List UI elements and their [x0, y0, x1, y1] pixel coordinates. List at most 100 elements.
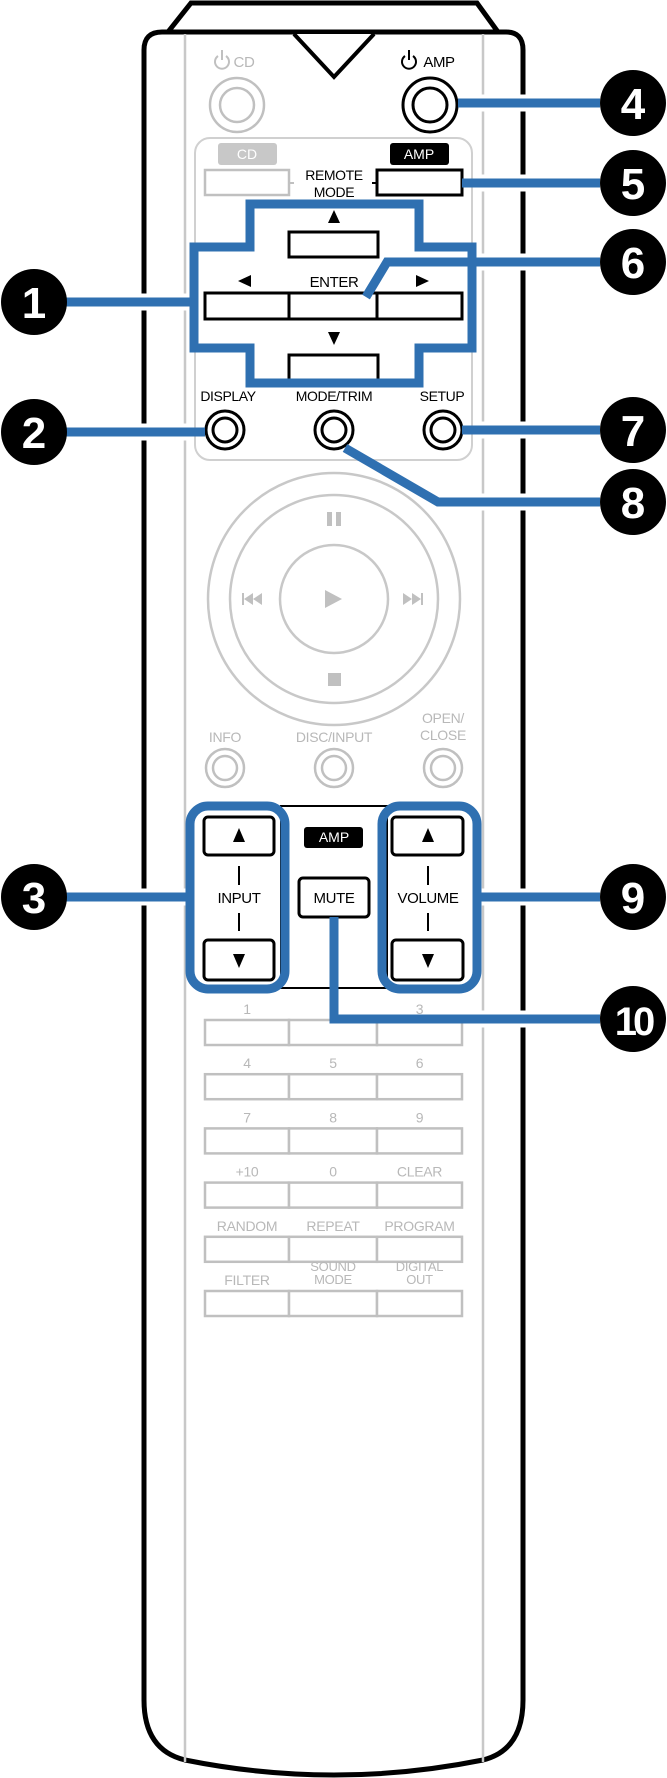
enter-button[interactable] [287, 291, 379, 321]
keypad-button[interactable] [375, 1181, 464, 1209]
mode-trim-label: MODE/TRIM [296, 388, 373, 404]
keypad-label: REPEAT [306, 1218, 360, 1234]
cursor-group-highlight [189, 199, 477, 388]
play-icon [325, 590, 342, 608]
keypad-button[interactable] [375, 1127, 464, 1155]
keypad-button[interactable] [203, 1235, 291, 1264]
keypad-label: 7 [243, 1109, 251, 1125]
callout-badge [600, 397, 666, 463]
keypad-label: OUT [406, 1272, 433, 1287]
previous-track-icon[interactable] [242, 593, 262, 605]
keypad-button[interactable] [287, 1018, 379, 1047]
amp-section-tag [304, 827, 363, 848]
enter-label: ENTER [310, 274, 359, 291]
display-button[interactable] [204, 409, 246, 451]
power-amp-label: AMP [401, 50, 455, 71]
input-label: INPUT [217, 890, 260, 907]
cursor-left-icon [238, 275, 251, 287]
keypad-button[interactable] [203, 1181, 291, 1209]
down-arrow-icon [233, 954, 245, 968]
svg-text:AMP: AMP [423, 54, 455, 71]
open-close-label: CLOSE [420, 727, 466, 743]
keypad-label: 4 [243, 1055, 251, 1071]
disc-input-label: DISC/INPUT [296, 729, 373, 745]
callout-badge [600, 70, 666, 136]
cursor-down-button[interactable] [287, 353, 380, 382]
callout-badge [600, 864, 666, 930]
keypad-label: CLEAR [397, 1164, 442, 1180]
keypad-label: 5 [329, 1055, 337, 1071]
power-icon [214, 50, 230, 70]
callout-badge [600, 469, 666, 535]
keypad-label: FILTER [224, 1272, 270, 1288]
callout-number: 7 [621, 407, 645, 456]
keypad-button[interactable] [203, 1072, 291, 1101]
next-track-icon[interactable] [403, 593, 423, 605]
stop-icon[interactable] [328, 673, 341, 686]
keypad-button[interactable] [375, 1018, 464, 1047]
keypad-button[interactable] [375, 1235, 464, 1264]
keypad-label: SOUND [310, 1259, 355, 1274]
svg-text:CD: CD [237, 146, 257, 162]
keypad-button[interactable] [287, 1181, 379, 1209]
remote-mode-label: MODE [314, 184, 354, 200]
remote-mode-label: REMOTE [305, 167, 363, 183]
volume-label: VOLUME [398, 890, 459, 907]
keypad-label: 8 [329, 1109, 337, 1125]
callout-9: 9 [600, 864, 666, 930]
remote-mode-cd-button[interactable] [203, 168, 291, 197]
disc-input-button[interactable] [313, 747, 355, 789]
keypad-button[interactable] [287, 1072, 379, 1101]
power-cd-button[interactable] [208, 76, 266, 134]
keypad-button[interactable] [375, 1289, 464, 1318]
display-label: DISPLAY [200, 388, 256, 404]
keypad-label: 3 [416, 1001, 424, 1017]
svg-text:AMP: AMP [319, 829, 349, 845]
remote-mode-amp-button[interactable] [375, 168, 464, 197]
callout-4: 4 [600, 70, 666, 136]
callout-10: 10 [600, 986, 666, 1052]
power-amp-button[interactable] [401, 76, 459, 134]
keypad-button[interactable] [203, 1127, 291, 1155]
open-close-button[interactable] [422, 747, 464, 789]
info-label: INFO [209, 729, 242, 745]
up-arrow-icon [422, 828, 434, 842]
keypad-button[interactable] [287, 1289, 379, 1318]
keypad-button[interactable] [203, 1018, 291, 1047]
keypad-button[interactable] [203, 1289, 291, 1318]
keypad-button[interactable] [287, 1127, 379, 1155]
callout-5: 5 [600, 150, 666, 216]
setup-button[interactable] [422, 409, 464, 451]
power-icon [401, 50, 417, 70]
setup-label: SETUP [420, 388, 465, 404]
ir-emitter-top [162, 0, 503, 35]
callout-number: 8 [621, 479, 645, 528]
callout-badge [600, 986, 666, 1052]
callout-lines [66, 98, 600, 1024]
cursor-up-icon [328, 210, 340, 223]
remote-mode-amp-tag [390, 143, 449, 165]
keypad-label: 1 [243, 1001, 251, 1017]
info-button[interactable] [204, 747, 246, 789]
keypad-label: RANDOM [217, 1218, 277, 1234]
pause-icon[interactable] [327, 512, 341, 526]
cursor-right-button[interactable] [375, 291, 464, 321]
transport-ring-outer [206, 471, 462, 727]
volume-group-highlight [377, 801, 482, 994]
mode-trim-button[interactable] [313, 409, 355, 451]
callout-badge [1, 269, 67, 335]
up-arrow-icon [233, 828, 245, 842]
open-close-label: OPEN/ [422, 710, 464, 726]
cursor-left-button[interactable] [203, 291, 291, 321]
keypad-label: +10 [236, 1164, 259, 1180]
callout-number: 2 [22, 409, 46, 458]
keypad-button[interactable] [375, 1072, 464, 1101]
callout-badge [1, 864, 67, 930]
cursor-right-icon [416, 275, 429, 287]
transport-ring[interactable] [228, 493, 440, 705]
callout-number: 10 [615, 1000, 654, 1044]
cursor-up-button[interactable] [287, 230, 380, 259]
